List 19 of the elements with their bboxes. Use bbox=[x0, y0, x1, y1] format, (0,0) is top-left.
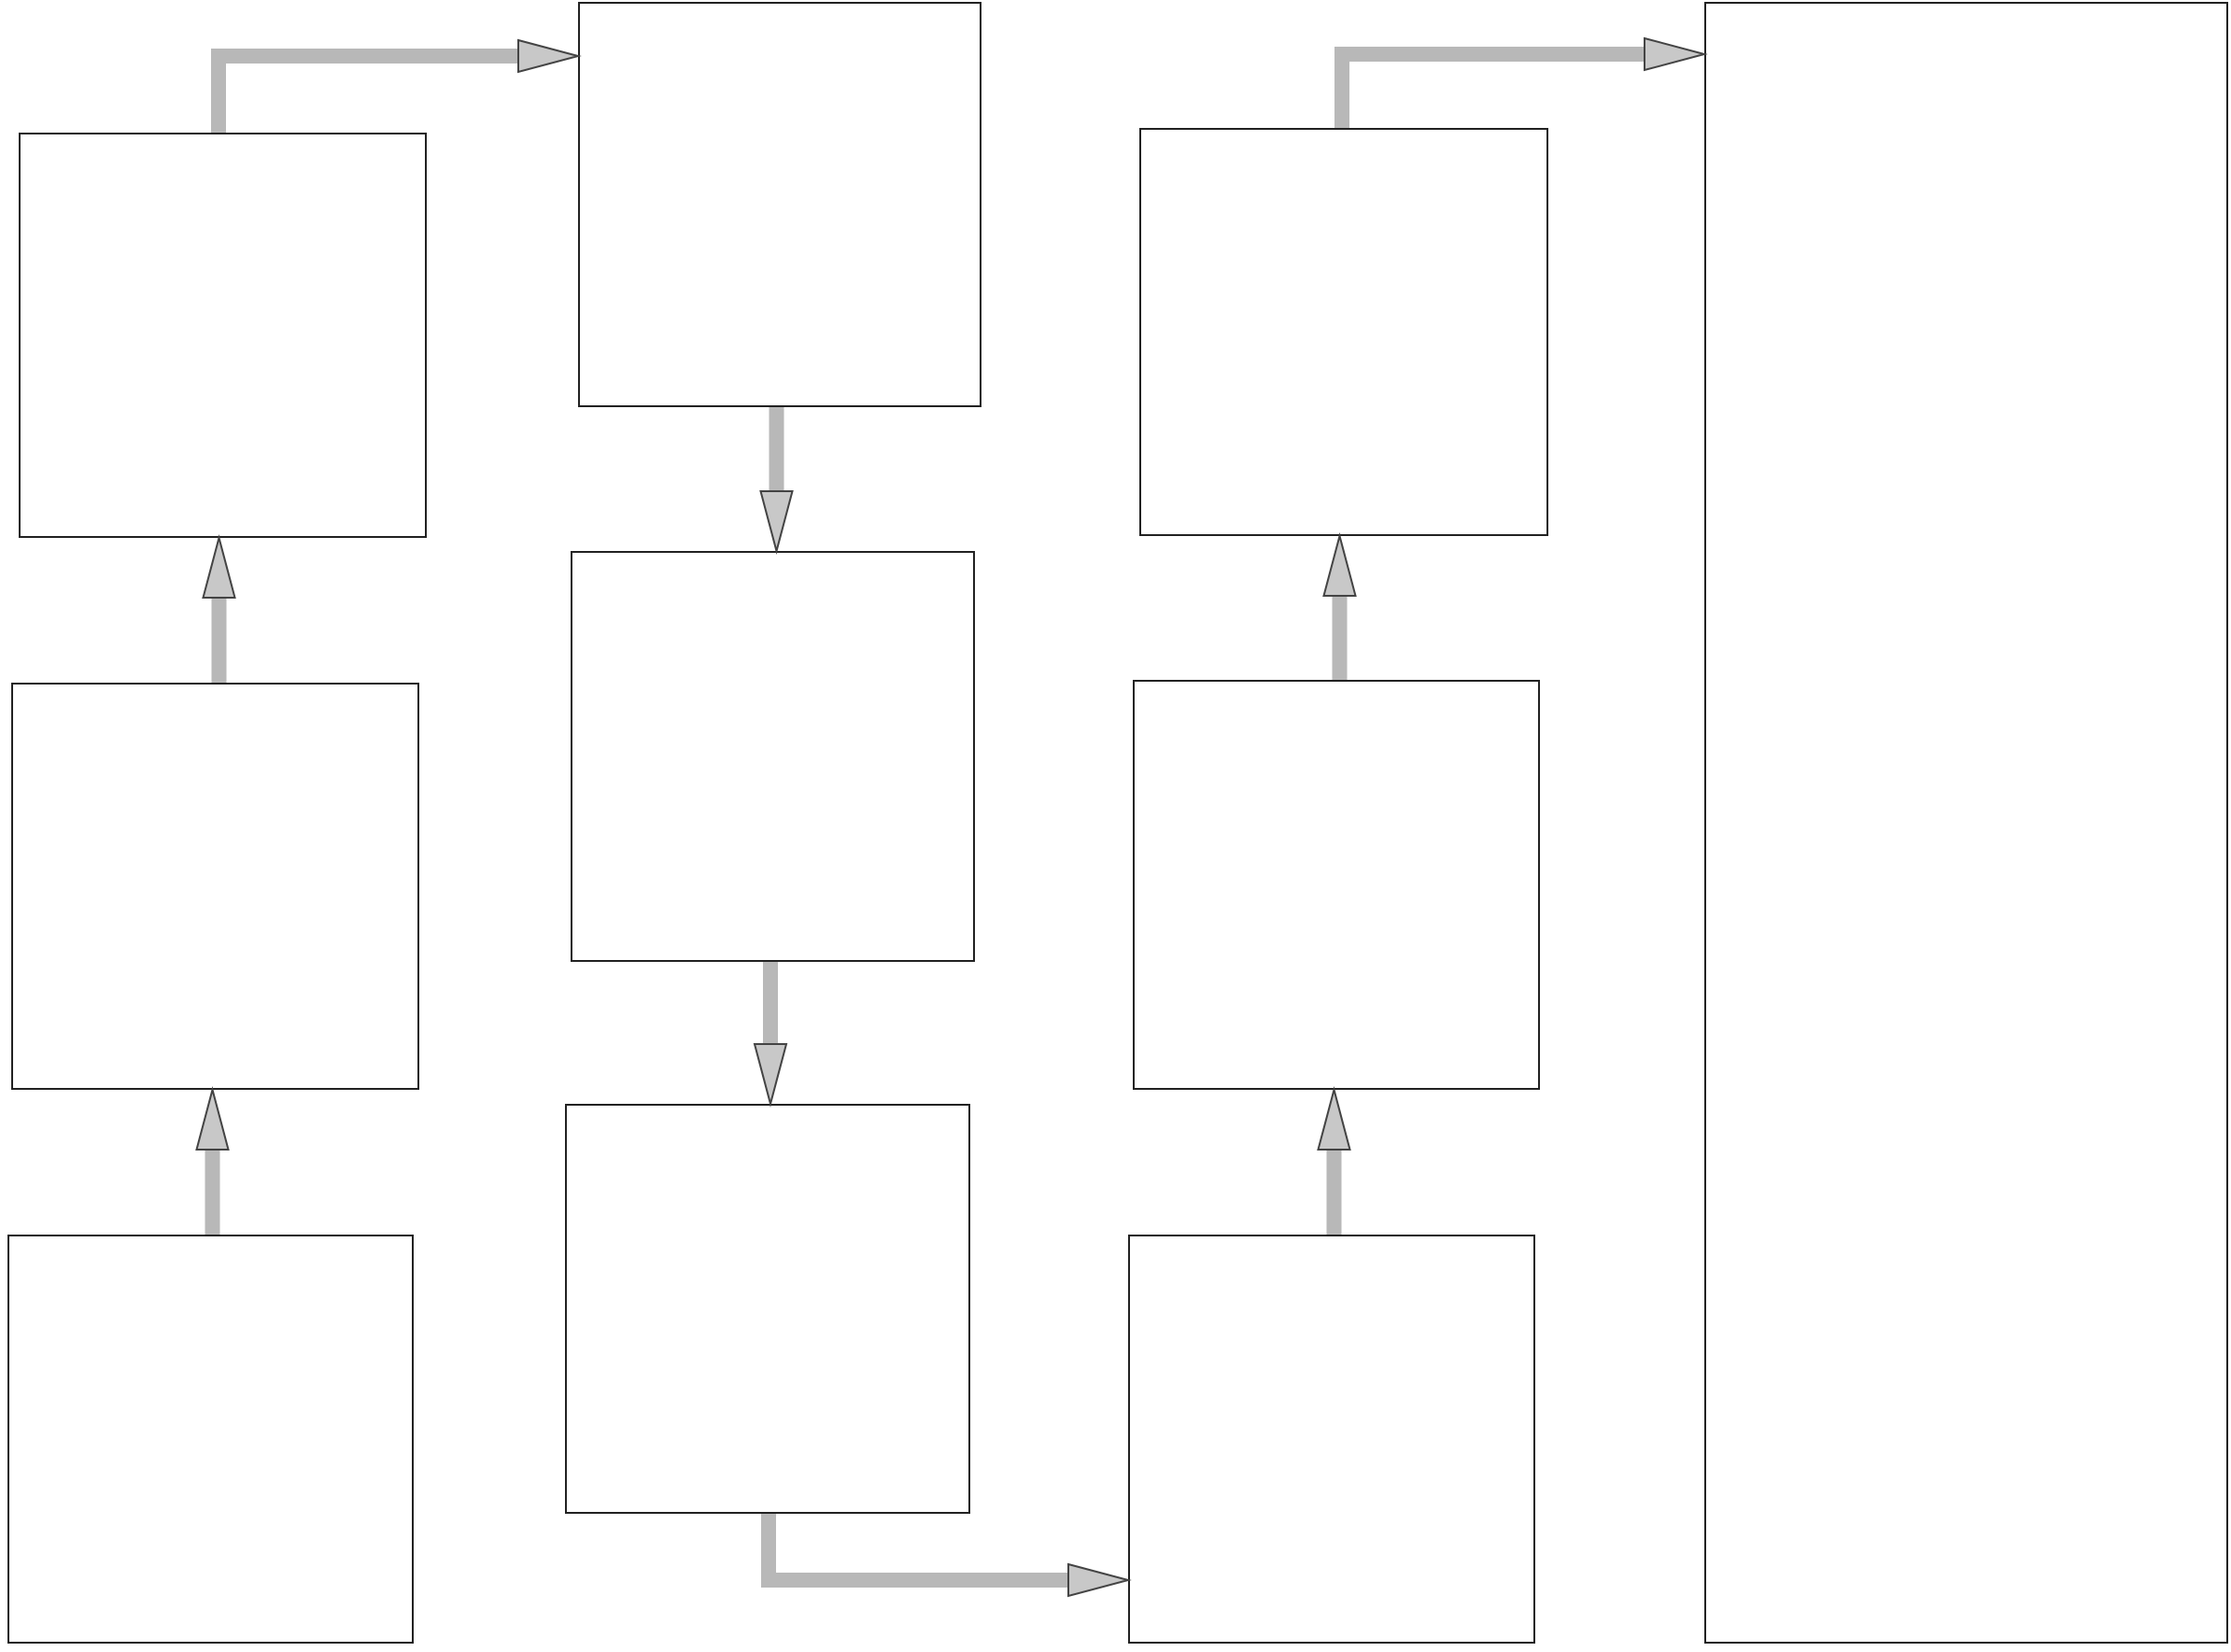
block-arrow bbox=[195, 1089, 230, 1235]
empty-box bbox=[1128, 1235, 1535, 1644]
empty-box bbox=[565, 1104, 970, 1514]
block-arrow bbox=[1317, 1089, 1351, 1235]
empty-box bbox=[19, 133, 427, 538]
empty-box bbox=[7, 1235, 414, 1644]
empty-box bbox=[1704, 2, 2228, 1644]
empty-box bbox=[578, 2, 981, 407]
block-arrow bbox=[761, 1514, 1129, 1597]
block-arrow bbox=[754, 962, 787, 1105]
block-arrow bbox=[202, 537, 236, 683]
empty-box bbox=[571, 551, 975, 962]
block-arrow bbox=[759, 407, 794, 552]
empty-box bbox=[1133, 680, 1540, 1090]
empty-box bbox=[1139, 128, 1548, 536]
block-arrow bbox=[1334, 37, 1705, 128]
block-arrow bbox=[211, 39, 579, 133]
block-arrow bbox=[1322, 535, 1357, 680]
empty-box bbox=[11, 683, 419, 1090]
